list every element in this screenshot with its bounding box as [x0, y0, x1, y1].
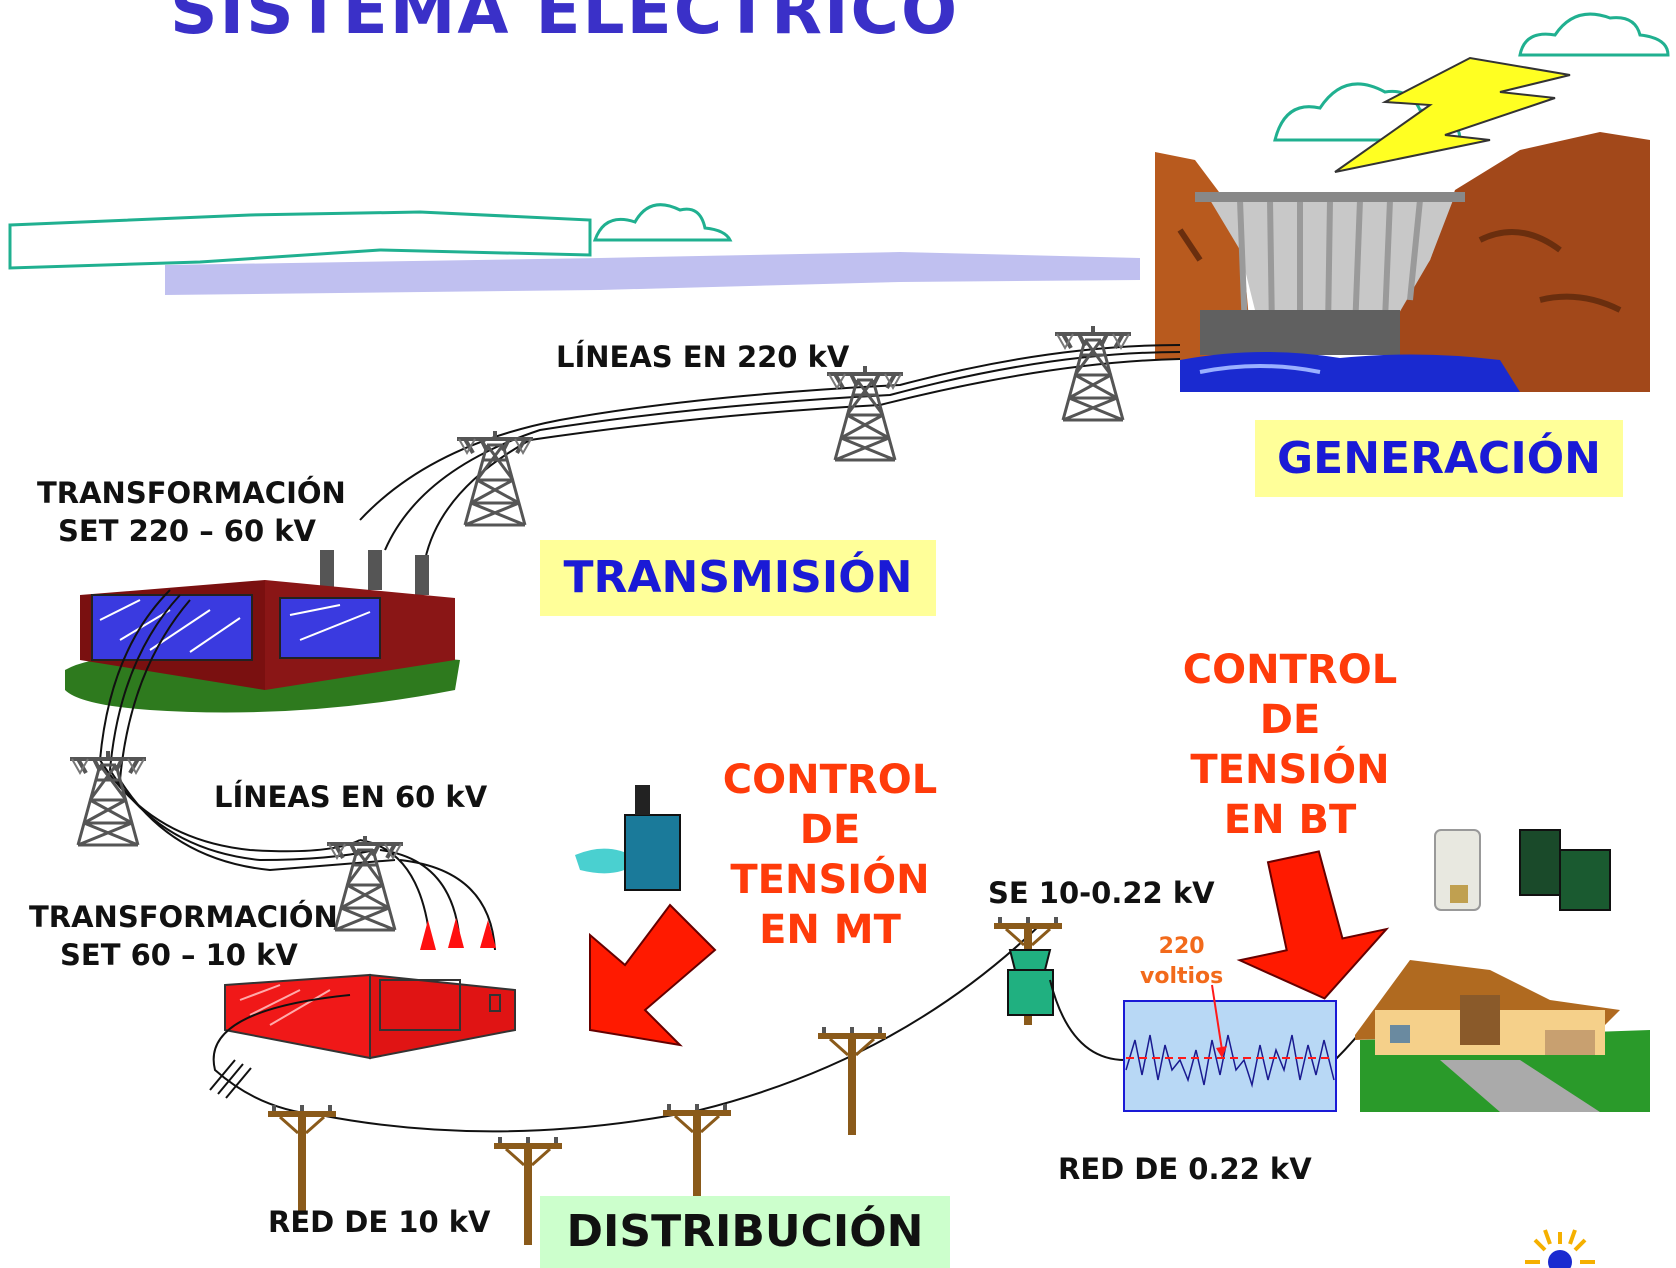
factory-icon: [65, 550, 460, 713]
control-bt-line: EN BT: [1223, 797, 1357, 843]
set-220-60-title: TRANSFORMACIÓN: [37, 476, 346, 510]
arrow-icon: [1236, 850, 1390, 1000]
voltage-unit: voltios: [1140, 964, 1224, 989]
voltage-regulator-icon: [1434, 829, 1611, 911]
transmission-tower-icon: [68, 749, 148, 847]
arrow-icon: [589, 903, 717, 1047]
lines-220-label: LÍNEAS EN 220 kV: [556, 340, 850, 374]
dam-icon: [1155, 132, 1650, 392]
set-220-60-label: SET 220 – 60 kV: [58, 514, 316, 548]
lines-220kv: [359, 344, 1181, 561]
set-60-10-label: SET 60 – 10 kV: [60, 938, 298, 972]
lightning-icon: [1334, 56, 1571, 173]
stage-generation-label: GENERACIÓN: [1277, 433, 1601, 484]
transmission-tower-icon: [325, 834, 405, 932]
voltage-value: 220: [1158, 934, 1205, 959]
stage-transmission-label: TRANSMISIÓN: [563, 552, 913, 603]
pole-transformer-icon: [1007, 949, 1054, 1016]
se-label: SE 10-0.22 kV: [988, 876, 1215, 910]
house-icon: [1355, 960, 1650, 1112]
page-title: SISTEMA ELECTRICO: [170, 0, 960, 49]
stage-distribution: DISTRIBUCIÓN: [540, 1196, 950, 1268]
voltage-regulator-icon: [575, 785, 681, 891]
control-bt-line: DE: [1259, 697, 1321, 743]
transmission-tower-icon: [1053, 324, 1133, 422]
utility-pole-icon: [266, 1103, 338, 1215]
lines-60kv: [98, 589, 496, 951]
sky-streak: [8, 210, 1140, 295]
transmission-tower-icon: [825, 364, 905, 462]
control-mt-line: TENSIÓN: [730, 857, 930, 903]
stage-generation: GENERACIÓN: [1255, 420, 1623, 497]
voltage-annotation: 220 voltios: [1140, 932, 1223, 992]
control-mt-line: EN MT: [759, 907, 901, 953]
control-mt: CONTROL DE TENSIÓN EN MT: [720, 755, 940, 955]
stage-distribution-label: DISTRIBUCIÓN: [566, 1206, 924, 1257]
control-bt-line: TENSIÓN: [1190, 747, 1390, 793]
voltage-waveform: [1123, 984, 1337, 1112]
factory-icon: [224, 918, 516, 1060]
control-bt-line: CONTROL: [1182, 647, 1398, 693]
sun-logo-icon: [1525, 1229, 1595, 1268]
lines-60-label: LÍNEAS EN 60 kV: [214, 780, 488, 814]
set-60-10-title: TRANSFORMACIÓN: [29, 900, 338, 934]
stage-transmission: TRANSMISIÓN: [540, 540, 936, 616]
control-mt-line: DE: [799, 807, 861, 853]
control-bt: CONTROL DE TENSIÓN EN BT: [1180, 645, 1400, 845]
red-10kv-label: RED DE 10 kV: [268, 1205, 491, 1239]
red-022kv-label: RED DE 0.22 kV: [1058, 1152, 1312, 1186]
control-mt-line: CONTROL: [722, 757, 938, 803]
transmission-tower-icon: [455, 429, 535, 527]
network-10kv: [209, 924, 1041, 1133]
